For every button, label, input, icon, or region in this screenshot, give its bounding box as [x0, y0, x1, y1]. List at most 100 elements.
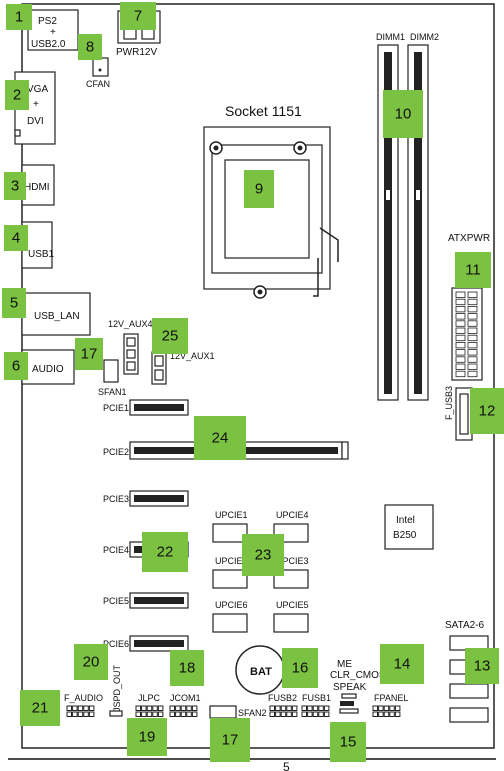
callout-badge: 17 — [210, 718, 250, 762]
pcie2-label: PCIE2 — [103, 447, 129, 457]
svg-text:8: 8 — [86, 39, 94, 56]
svg-text:PS2: PS2 — [38, 16, 57, 27]
callout-badge: 8 — [78, 34, 102, 60]
socket-label: Socket 1151 — [225, 103, 302, 119]
cpu-socket — [203, 126, 339, 299]
pcie1-label: PCIE1 — [103, 403, 129, 413]
callout-badge: 18 — [170, 650, 204, 686]
fusb2-label: FUSB2 — [268, 693, 297, 703]
svg-text:PWR12V: PWR12V — [116, 47, 157, 58]
atx-power-connector — [451, 287, 483, 381]
svg-text:5: 5 — [10, 295, 18, 312]
svg-text:20: 20 — [83, 654, 100, 671]
callout-badge: 14 — [380, 644, 424, 684]
svg-text:22: 22 — [157, 544, 174, 561]
svg-text:6: 6 — [12, 358, 20, 375]
jspd-out-label: JSPD_OUT — [112, 664, 122, 712]
speak-label: SPEAK — [333, 682, 367, 693]
callout-badge: 22 — [142, 532, 188, 572]
jumper-block — [339, 693, 359, 714]
svg-text:DVI: DVI — [27, 116, 44, 127]
12v-aux4-label: 12V_AUX4 — [108, 319, 153, 329]
svg-text:7: 7 — [134, 8, 142, 25]
callout-badge: 20 — [74, 644, 108, 680]
upcie1-label: UPCIE1 — [215, 510, 248, 520]
callout-badge: 15 — [330, 722, 366, 762]
svg-text:USB1: USB1 — [28, 249, 55, 260]
pcie3-label: PCIE3 — [103, 494, 129, 504]
sfan2-label: SFAN2 — [238, 708, 267, 718]
jspd-out-header — [109, 710, 123, 717]
svg-text:HDMI: HDMI — [24, 182, 50, 193]
upcie1-connector — [212, 523, 248, 543]
fusb1-header — [301, 705, 330, 717]
dimm1-label: DIMM1 — [376, 32, 405, 42]
svg-text:B250: B250 — [393, 530, 417, 541]
callout-badge: 1 — [6, 4, 32, 30]
12v-aux4-connector — [123, 333, 139, 375]
callout-badge: 24 — [194, 416, 246, 460]
callout-badge: 5 — [2, 288, 26, 318]
svg-text:10: 10 — [395, 106, 412, 123]
upcie6-label: UPCIE6 — [215, 600, 248, 610]
callout-badge: 2 — [5, 80, 29, 110]
me-label: ME — [337, 659, 352, 670]
svg-text:1: 1 — [15, 9, 23, 26]
svg-text:21: 21 — [32, 700, 49, 717]
cfan-header: CFAN — [86, 57, 110, 89]
svg-text:17: 17 — [81, 346, 98, 363]
svg-text:SFAN1: SFAN1 — [98, 387, 127, 397]
callout-badge: 10 — [383, 90, 423, 138]
jlpc-label: JLPC — [138, 693, 161, 703]
jlpc-header — [135, 705, 164, 717]
callout-badge: 6 — [4, 352, 28, 380]
upcie5-connector — [273, 613, 309, 633]
callout-badge: 16 — [282, 648, 318, 688]
fusb1-label: FUSB1 — [302, 693, 331, 703]
audio-port: AUDIO — [21, 349, 75, 385]
svg-text:18: 18 — [179, 660, 196, 677]
pcie1-slot — [129, 399, 189, 416]
svg-text:+: + — [33, 99, 39, 110]
callout-badge: 3 — [4, 172, 26, 200]
pcie5-label: PCIE5 — [103, 596, 129, 606]
pcie4-label: PCIE4 — [103, 545, 129, 555]
svg-text:+: + — [50, 27, 56, 38]
callout-badge: 19 — [127, 718, 167, 756]
pcie3-slot — [129, 490, 189, 507]
jcom1-header — [169, 705, 198, 717]
callout-badge: 12 — [470, 388, 504, 434]
svg-text:19: 19 — [139, 729, 156, 746]
12v-aux1-connector — [151, 351, 167, 385]
upcie6-connector — [212, 613, 248, 633]
usb-lan-port: USB_LAN — [21, 292, 91, 336]
svg-text:VGA: VGA — [27, 84, 48, 95]
upcie4-label: UPCIE4 — [276, 510, 309, 520]
svg-text:CFAN: CFAN — [86, 79, 110, 89]
bios-battery: BAT — [235, 645, 285, 695]
f-audio-header — [66, 705, 95, 717]
fpanel-header — [372, 705, 401, 717]
svg-text:4: 4 — [12, 230, 20, 247]
svg-text:15: 15 — [340, 734, 357, 751]
svg-text:AUDIO: AUDIO — [32, 364, 64, 375]
dimm2-label: DIMM2 — [410, 32, 439, 42]
hdmi-port: HDMI — [21, 164, 55, 206]
svg-text:23: 23 — [255, 547, 272, 564]
intel-b250-chipset: Intel B250 — [384, 504, 434, 550]
callout-badge: 17 — [75, 338, 103, 370]
svg-text:16: 16 — [292, 660, 309, 677]
f-usb3-header — [455, 387, 473, 441]
f-audio-label: F_AUDIO — [64, 693, 103, 703]
upcie5-label: UPCIE5 — [276, 600, 309, 610]
fusb2-header — [269, 705, 298, 717]
upcie2-label: UPCIE2 — [215, 556, 248, 566]
callout-badge: 25 — [152, 318, 188, 354]
callout-badge: 23 — [242, 534, 284, 576]
callout-badge: 11 — [455, 252, 491, 288]
page-number: 5 — [283, 760, 290, 771]
svg-text:9: 9 — [255, 181, 263, 198]
svg-text:14: 14 — [394, 656, 411, 673]
